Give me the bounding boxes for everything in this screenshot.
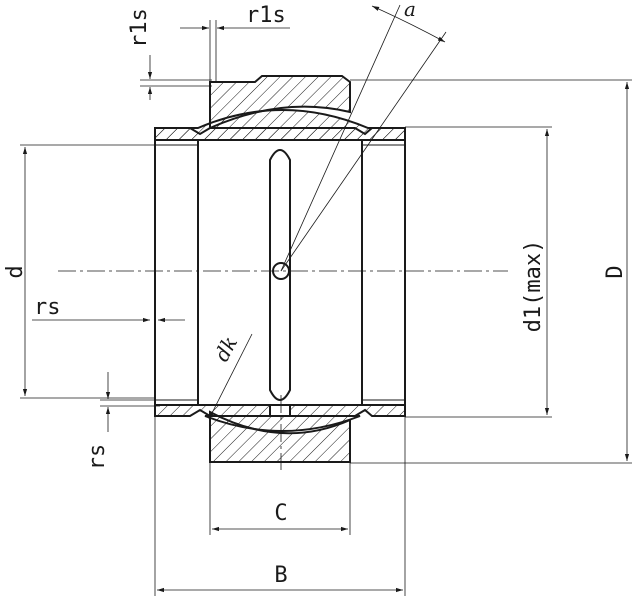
- inner-ring-bottom-band: [154, 404, 406, 417]
- angle-line-2: [280, 31, 447, 272]
- label-a: a: [404, 0, 416, 21]
- label-d: d: [3, 265, 28, 278]
- label-rs-bottom: rs: [85, 444, 110, 471]
- lubrication-slot: [269, 149, 291, 401]
- label-r1s-top: r1s: [246, 3, 286, 28]
- label-d1max: d1(max): [521, 240, 546, 333]
- label-C: C: [274, 501, 287, 526]
- label-B: B: [274, 563, 287, 588]
- label-rs-left: rs: [34, 295, 61, 320]
- dk-leader: [208, 333, 253, 420]
- inner-ring-bottom-sphere: [204, 415, 361, 432]
- bore-outline: [154, 139, 406, 406]
- label-D: D: [603, 265, 628, 278]
- angle-line-1: [280, 4, 401, 272]
- label-r1s-side: r1s: [127, 8, 152, 48]
- angle-arc: [371, 5, 446, 43]
- label-dk: dk: [209, 332, 242, 365]
